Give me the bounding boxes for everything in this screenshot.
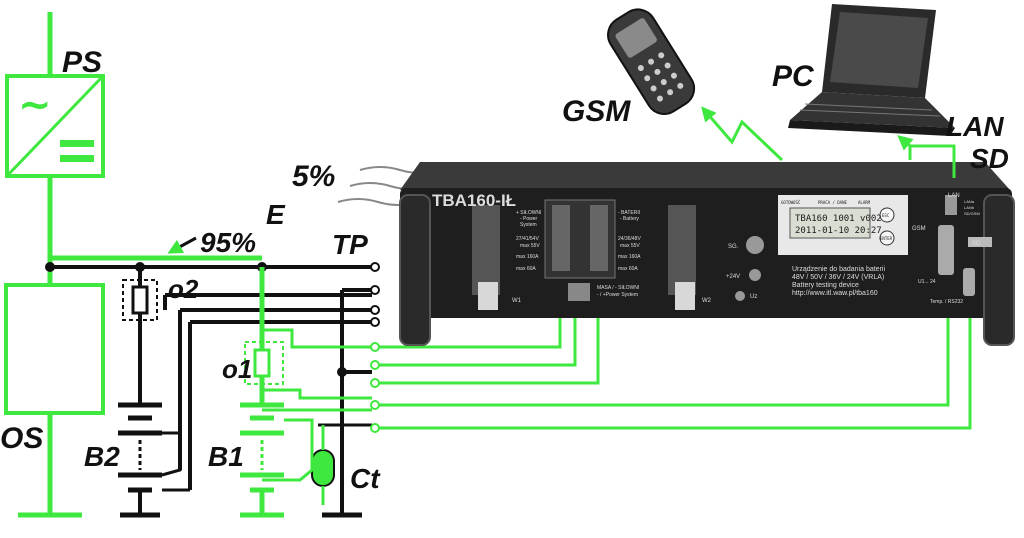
- masa-sub-label: - / +Power System: [597, 292, 638, 298]
- battery-label-5: max 160A: [618, 254, 641, 260]
- lcd-line-1: TBA160 1001 v002: [795, 214, 882, 224]
- label-e: E: [266, 199, 286, 230]
- lan-port-label: LAN: [948, 193, 960, 199]
- label-ct: Ct: [350, 463, 381, 494]
- lcd-line-2: 2011-01-10 20:27: [795, 226, 882, 236]
- communication-links: [701, 106, 956, 178]
- key-enter[interactable]: ENTER: [880, 236, 893, 241]
- battery-label-2: - Battery: [620, 216, 639, 222]
- battery-b1: [240, 267, 284, 518]
- w1-label: W1: [512, 298, 522, 304]
- current-transducer-ct: [311, 425, 335, 505]
- label-sd: SD: [970, 143, 1009, 174]
- label-gsm: GSM: [562, 95, 631, 128]
- temp-label: Temp. / RS232: [930, 299, 963, 305]
- desc-line-2: 48V / 50V / 36V / 24V (VRLA): [792, 274, 884, 281]
- label-o1: o1: [222, 354, 252, 384]
- key-esc[interactable]: ESC: [882, 213, 890, 218]
- load-os: [4, 258, 105, 518]
- led-alarm: ALARM: [858, 200, 871, 205]
- power-label-7: max 60A: [516, 266, 536, 272]
- sd-gsm-label: SD/GSM: [964, 211, 980, 216]
- power-label-3: System: [520, 222, 537, 228]
- uz-label: Uz: [750, 294, 757, 300]
- u1-label: U1... 24: [918, 279, 936, 285]
- terminal-block-tp: [370, 262, 380, 433]
- masa-label: MASA / - SIŁOWNI: [597, 285, 639, 291]
- label-ps: PS: [62, 46, 102, 79]
- label-os: OS: [0, 422, 43, 455]
- laptop-pc-icon: [788, 4, 955, 136]
- label-b2: B2: [84, 441, 120, 472]
- led-ready: GOTOWOŚĆ: [781, 200, 801, 205]
- battery-b2: [118, 267, 190, 518]
- lan-b-label: LANb: [964, 205, 975, 210]
- rectifier-ps: ~: [5, 12, 105, 258]
- power-label-2: - Power: [520, 216, 538, 222]
- gsm-phone-icon: [607, 8, 696, 115]
- label-o2: o2: [168, 274, 199, 304]
- power-label-6: max 160A: [516, 254, 539, 260]
- label-tp: TP: [332, 229, 368, 260]
- svg-text:~: ~: [18, 82, 52, 128]
- battery-label-1: - BATERII: [618, 210, 640, 216]
- power-label-5: max 55V: [520, 243, 540, 249]
- label-95-percent: 95%: [200, 227, 256, 258]
- led-work: PRACA / DANE: [818, 200, 847, 205]
- battery-label-6: max 60A: [618, 266, 638, 272]
- device-model: TBA160-IŁ: [432, 191, 516, 210]
- label-5-percent: 5%: [292, 160, 335, 193]
- power-label-1: + SIŁOWNI: [516, 210, 541, 216]
- w2-label: W2: [702, 298, 712, 304]
- desc-line-4: http://www.itl.waw.pl/tba160: [792, 290, 878, 297]
- desc-line-3: Battery testing device: [792, 282, 859, 289]
- sg-label: SG.: [728, 244, 739, 250]
- gsm-port-label: GSM: [912, 226, 926, 232]
- power-label-4: 27/41/54V: [516, 236, 539, 242]
- desc-line-1: Urządzenie do badania baterii: [792, 266, 885, 273]
- battery-label-4: max 55V: [620, 243, 640, 249]
- sense-wires: [262, 300, 972, 482]
- battery-label-3: 24/36/48V: [618, 236, 641, 242]
- label-pc: PC: [772, 60, 815, 93]
- tba160-device: [399, 162, 1015, 346]
- label-lan: LAN: [946, 111, 1004, 142]
- lan-a-label: LANa: [964, 199, 975, 204]
- label-b1: B1: [208, 441, 244, 472]
- plus24-label: +24V: [726, 274, 740, 280]
- sd-slot-label: SD: [972, 241, 981, 247]
